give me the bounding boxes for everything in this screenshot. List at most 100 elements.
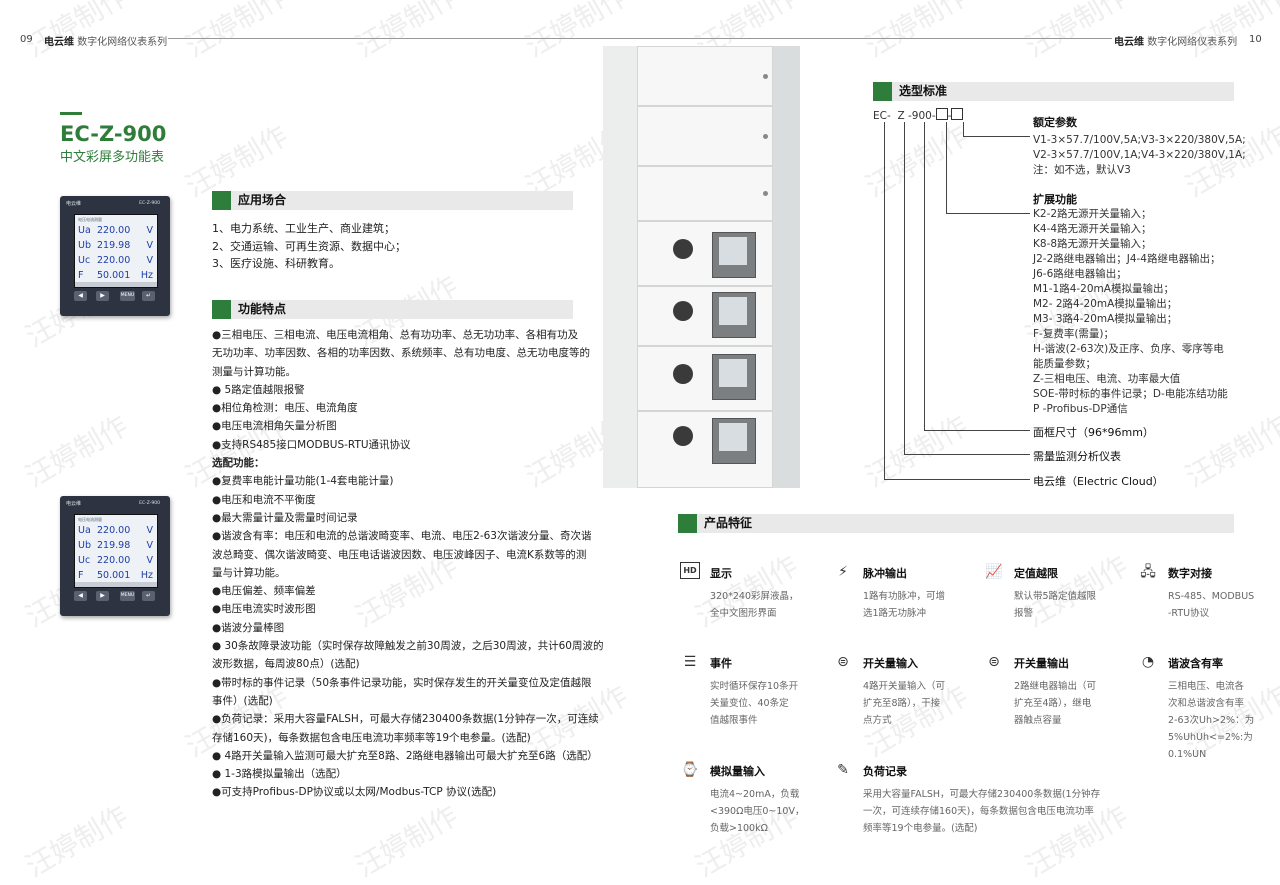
meter-buttons: ◀ ▶ MENU ↵ (74, 291, 156, 303)
header-brand-left: 电云维 数字化网络仪表系列 (44, 33, 167, 48)
meter-enter-button: ↵ (142, 591, 155, 601)
desc-line: 值越限事件 (710, 715, 758, 726)
switchgear-cabinet-image (603, 46, 800, 488)
feature-line: ● 1-3路模拟量输出（选配） (212, 768, 347, 781)
list-item: 1、电力系统、工业生产、商业建筑； (212, 222, 395, 235)
ext-line: J2-2路继电器输出；J4-4路继电器输出； (1033, 253, 1221, 265)
desc-line: 报警 (1014, 608, 1034, 619)
product-feature-desc: 320*240彩屏液晶，全中文图形界面 (710, 588, 799, 622)
meter-window (712, 418, 756, 464)
ext-line: SOE-带时标的事件记录；D-电能冻结功能 (1033, 388, 1228, 400)
ext-title: 扩展功能 (1033, 193, 1077, 206)
desc-line: 实时循环保存10条开 (710, 681, 799, 692)
rated-params: 额定参数 V1-3×57.7/100V,5A;V3-3×220/380V,5A;… (1033, 114, 1246, 178)
feature-line: ●带时标的事件记录（50条事件记录功能，实时保存发生的开关量变位及定值越限 (212, 676, 592, 689)
product-feature-name: 模拟量输入 (710, 765, 765, 778)
product-feature-name: 数字对接 (1168, 567, 1212, 580)
feature-line: 存储160天)，每条数据包含电压电流功率频率等19个电参量。(选配) (212, 731, 531, 744)
desc-line: 0.1%UN (1168, 749, 1207, 760)
meter-window (712, 292, 756, 338)
meter-menu-button: MENU (120, 591, 135, 601)
meter-model-label: EC-Z-900 (139, 201, 160, 206)
product-feature-desc: 默认带5路定值越限报警 (1014, 588, 1096, 622)
desc-line: 点方式 (863, 715, 892, 726)
watermark-text: 汪婷制作 (860, 0, 974, 64)
ext-line: M1-1路4-20mA模拟量输出； (1033, 283, 1174, 295)
product-feature-name: 开关量输出 (1014, 657, 1069, 670)
switch-out-icon: ⊜ (988, 654, 1000, 670)
desc-line: -RTU协议 (1168, 608, 1210, 619)
feature-line: ●支持RS485接口MODBUS-RTU通讯协议 (212, 438, 411, 451)
ext-line: M3- 3路4-20mA模拟量输出； (1033, 313, 1178, 325)
ext-line: M2- 2路4-20mA模拟量输出； (1033, 298, 1178, 310)
desc-line: 5%UhUh<=2%:为 (1168, 732, 1253, 743)
product-feature-name: 显示 (710, 567, 732, 580)
desc-line: 负载>100kΩ (710, 823, 768, 834)
rotary-knob (673, 239, 693, 259)
product-feature-name: 脉冲输出 (863, 567, 907, 580)
meter-window (712, 232, 756, 278)
meter-screen-head: 电压电流测量 (78, 217, 102, 222)
desc-line: 一次，可连续存储160天)，每条数据包含电压电流功率 (863, 806, 1094, 817)
feature-line: ●最大需量计量及需量时间记录 (212, 511, 358, 524)
ext-line: J6-6路继电器输出； (1033, 268, 1127, 280)
product-feature-desc: 采用大容量FALSH，可最大存储230400条数据(1分钟存一次，可连续存储16… (863, 786, 1100, 837)
meter-screen-head: 电压电流测量 (78, 517, 102, 522)
product-feature-desc: 1路有功脉冲，可增选1路无功脉冲 (863, 588, 945, 622)
network-icon: 🖧 (1140, 564, 1156, 580)
feature-line: 选配功能： (212, 457, 265, 470)
hd-icon: HD (680, 562, 700, 579)
section-square (873, 82, 892, 101)
list-item: 3、医疗设施、科研教育。 (212, 257, 340, 270)
rotary-knob (673, 364, 693, 384)
feature-line: 量与计算功能。 (212, 566, 286, 579)
product-feature-name: 谐波含有率 (1168, 657, 1223, 670)
desc-line: 关量变位、40条定 (710, 698, 789, 709)
desc-line: 器触点容量 (1014, 715, 1062, 726)
feature-line: ●谐波分量棒图 (212, 621, 285, 634)
desc-line: 频率等19个电参量。(选配) (863, 823, 978, 834)
ext-line: K4-4路无源开关量输入； (1033, 223, 1152, 235)
desc-line: 选1路无功脉冲 (863, 608, 927, 619)
cabinet-door (637, 106, 773, 166)
ext-line: K2-2路无源开关量输入； (1033, 208, 1152, 220)
meter-window (712, 354, 756, 400)
features-heading: 功能特点 (238, 302, 287, 316)
page-number-left: 09 (20, 34, 33, 45)
desc-line: 默认带5路定值越限 (1014, 591, 1097, 602)
ext-line: 能质量参数； (1033, 358, 1096, 370)
desc-line: 扩充至8路），干接 (863, 698, 941, 709)
feature-line: ●复费率电能计量功能(1-4套电能计量) (212, 475, 394, 488)
section-square (212, 191, 231, 210)
desc-line: 2-63次Uh>2%：为 (1168, 715, 1255, 726)
feature-line: ● 4路开关量输入监测可最大扩充至8路、2路继电器输出可最大扩充至6路（选配） (212, 749, 598, 762)
desc-line: RS-485、MODBUS (1168, 591, 1255, 602)
selection-heading-bar: 选型标准 (873, 82, 1234, 101)
meter-left-button: ◀ (74, 291, 87, 301)
desc-line: 扩充至4路），继电 (1014, 698, 1092, 709)
feature-line: ●电压电流实时波形图 (212, 603, 316, 616)
desc-line: 次和总谐波含有率 (1168, 698, 1245, 709)
desc-line: 1路有功脉冲，可增 (863, 591, 946, 602)
meter-enter-button: ↵ (142, 291, 155, 301)
ext-line: P -Profibus-DP通信 (1033, 403, 1128, 415)
event-list-icon: ☰ (683, 654, 697, 670)
code-900: -900- (908, 110, 936, 122)
brand-name: 电云维 (1114, 37, 1144, 48)
rated-line: V1-3×57.7/100V,5A;V3-3×220/380V,5A; (1033, 134, 1246, 146)
feature-line: 波形数据，每周波80点）(选配) (212, 658, 360, 671)
ext-line: F-复费率(需量)； (1033, 328, 1115, 340)
panel-size: 面框尺寸（96*96mm） (1033, 426, 1154, 439)
analog-gauge-icon: ⌚ (681, 762, 699, 778)
product-features-heading: 产品特征 (704, 516, 753, 530)
desc-line: 采用大容量FALSH，可最大存储230400条数据(1分钟存 (863, 789, 1101, 800)
option-box (935, 108, 948, 120)
series-name: 数字化网络仪表系列 (1147, 37, 1238, 48)
